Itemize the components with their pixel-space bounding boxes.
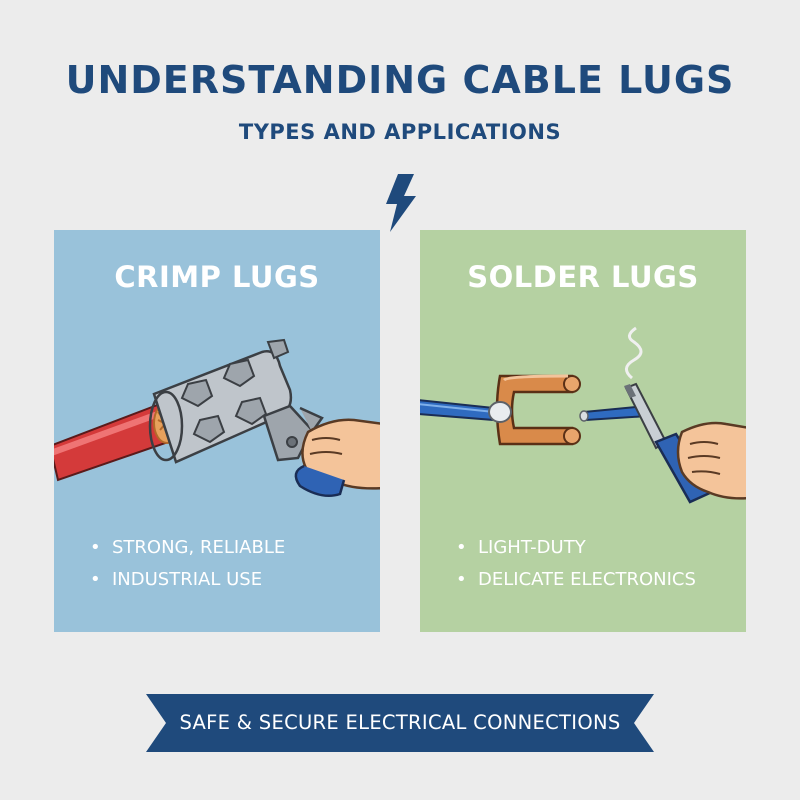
crimp-lug-illustration: [54, 338, 380, 497]
solder-lug-illustration: [420, 326, 746, 504]
crimp-lugs-features: •STRONG, RELIABLE •INDUSTRIAL USE: [90, 532, 285, 596]
banner-text: SAFE & SECURE ELECTRICAL CONNECTIONS: [179, 711, 621, 734]
crimp-tool-jaw: [262, 404, 324, 462]
crimp-lugs-title: CRIMP LUGS: [114, 260, 320, 294]
crimp-lug-barrel: [148, 338, 293, 464]
page-title: UNDERSTANDING CABLE LUGS: [65, 58, 735, 102]
solder-lugs-features: •LIGHT-DUTY •DELICATE ELECTRONICS: [456, 532, 696, 596]
smoke-wisp: [625, 326, 643, 380]
list-item: •DELICATE ELECTRONICS: [456, 569, 696, 590]
hand-holding-iron: [676, 421, 746, 500]
hand-holding-crimper: [294, 418, 380, 497]
lightning-bolt-icon: [386, 174, 416, 232]
solder-lugs-title: SOLDER LUGS: [467, 260, 699, 294]
page-subtitle: TYPES AND APPLICATIONS: [238, 120, 562, 144]
blue-wire: [420, 399, 495, 422]
list-item: •LIGHT-DUTY: [456, 537, 586, 558]
solder-blob: [488, 401, 512, 423]
solder-lugs-panel: SOLDER LUGS: [420, 230, 746, 632]
bottom-banner: [146, 694, 654, 752]
crimp-lugs-panel: CRIMP LUGS: [54, 230, 380, 632]
copper-solder-cup: [495, 374, 581, 446]
list-item: •INDUSTRIAL USE: [90, 569, 263, 590]
list-item: •STRONG, RELIABLE: [90, 537, 286, 558]
